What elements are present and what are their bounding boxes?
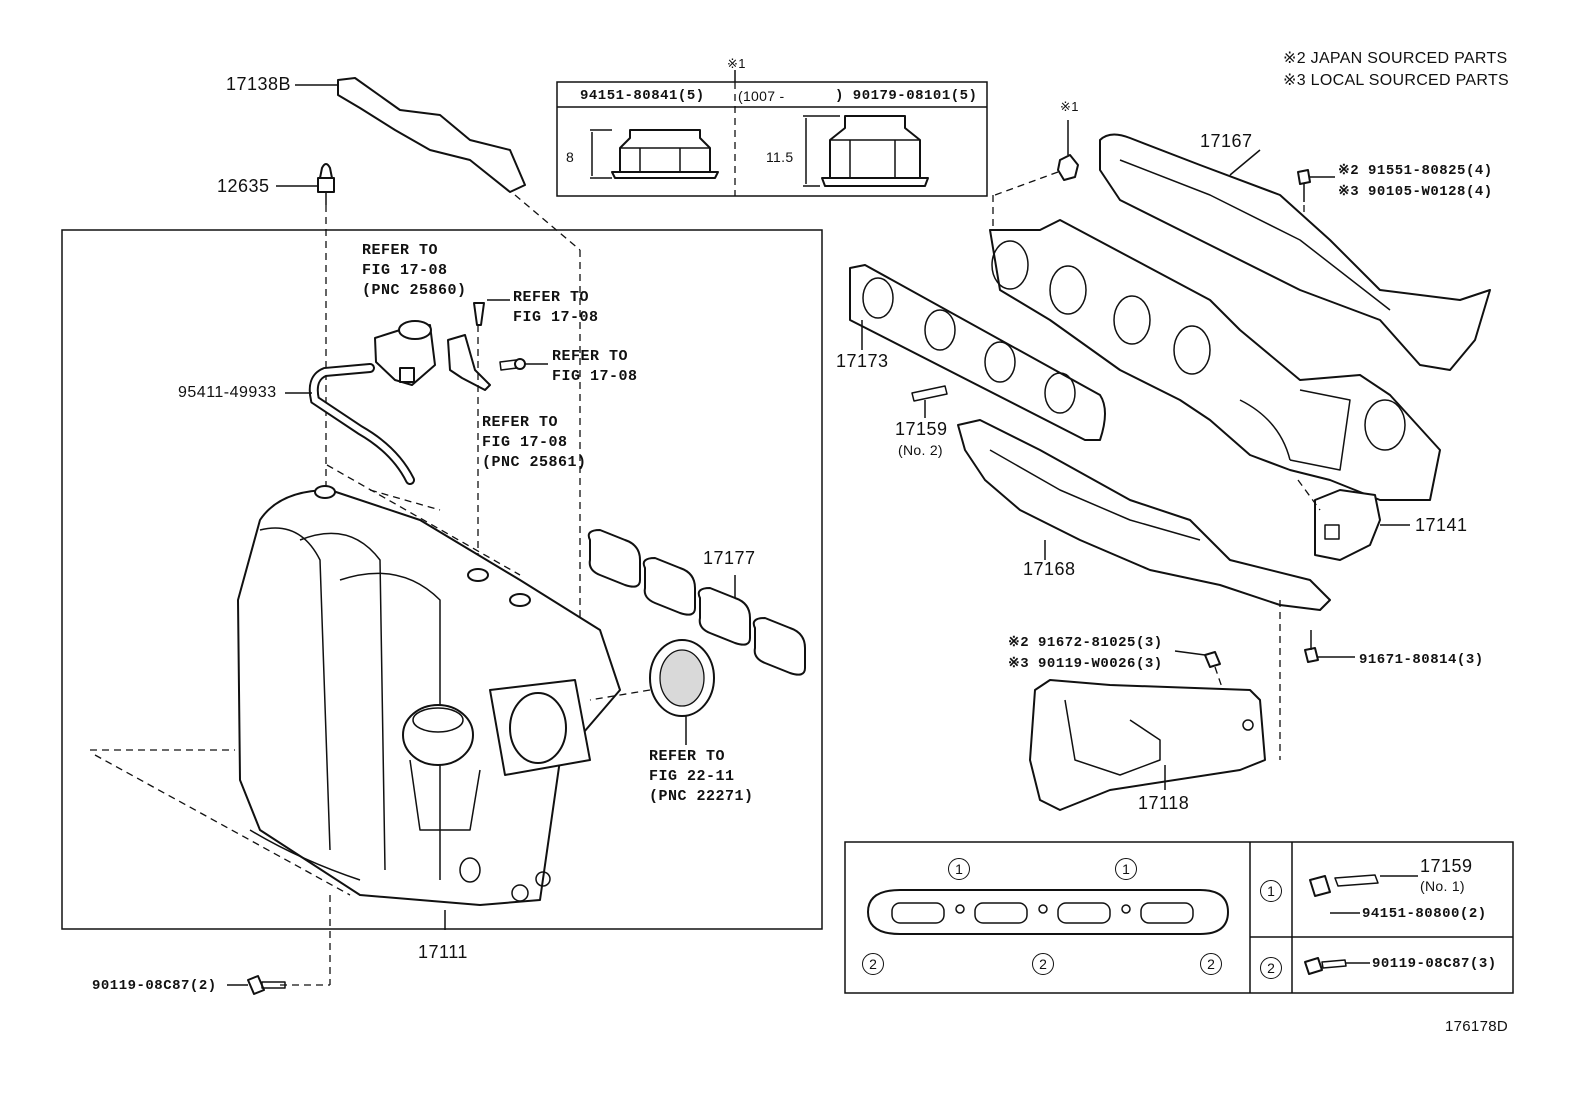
refer2-line2: FIG 17-08 <box>513 309 599 326</box>
legend-mark-1: 1 <box>1260 880 1282 902</box>
label-91551-80825: ※2 91551-80825(4) <box>1338 163 1493 179</box>
gasket-mark-1-left: 1 <box>948 858 970 880</box>
legend-label-no1: (No. 1) <box>1420 878 1465 894</box>
legend-mark-2: 2 <box>1260 957 1282 979</box>
legend-label-90119-08C87-3: 90119-08C87(3) <box>1372 956 1497 972</box>
nut-table-left-part: 94151-80841(5) <box>580 88 705 104</box>
intake-group-box <box>61 229 823 930</box>
refer1-line2: FIG 17-08 <box>362 262 448 279</box>
insulator-17141-drawing <box>1314 489 1381 561</box>
nut-tall-drawing <box>803 115 929 187</box>
insulator-17167-drawing <box>1099 133 1491 371</box>
refer3-line2: FIG 17-08 <box>552 368 638 385</box>
label-17118: 17118 <box>1138 793 1190 813</box>
nut-table-right-part: ) 90179-08101(5) <box>835 88 978 104</box>
label-17173: 17173 <box>836 351 889 371</box>
legend-table <box>844 841 1514 994</box>
label-91672-81025: ※2 91672-81025(3) <box>1008 635 1163 651</box>
label-nut-mark1: ※1 <box>1060 99 1079 114</box>
label-no2: (No. 2) <box>898 442 943 458</box>
label-90119-08C87-2: 90119-08C87(2) <box>92 978 217 994</box>
gasket-mark-2-left: 2 <box>862 953 884 975</box>
intake-manifold-drawing <box>237 485 621 906</box>
refer4-line3: (PNC 25861) <box>482 454 587 471</box>
label-17111: 17111 <box>418 942 468 962</box>
refer4-line2: FIG 17-08 <box>482 434 568 451</box>
refer2-line1: REFER TO <box>513 289 590 306</box>
label-17141: 17141 <box>1415 515 1468 535</box>
label-90105-W0128: ※3 90105-W0128(4) <box>1338 184 1493 200</box>
refer5-line2: FIG 22-11 <box>649 768 735 785</box>
label-17177: 17177 <box>703 548 756 568</box>
refer1-line1: REFER TO <box>362 242 439 259</box>
label-95411-49933: 95411-49933 <box>178 384 277 401</box>
nut-small-drawing <box>590 129 719 179</box>
exhaust-manifold-drawing <box>989 219 1441 501</box>
label-17159-no2: 17159 <box>895 419 948 439</box>
nut-table-right-dim: 11.5 <box>766 149 794 165</box>
refer1-line3: (PNC 25860) <box>362 282 467 299</box>
note-japan-sourced: ※2 JAPAN SOURCED PARTS <box>1283 50 1508 67</box>
label-17167: 17167 <box>1200 131 1253 151</box>
label-91671-80814: 91671-80814(3) <box>1359 652 1484 668</box>
refer5-line1: REFER TO <box>649 748 726 765</box>
nut-table-range: (1007 - <box>738 88 785 104</box>
bracket-17118-drawing <box>1029 679 1266 811</box>
gasket-mark-2-right: 2 <box>1200 953 1222 975</box>
gasket-17173-drawing <box>849 264 1106 441</box>
nut-table <box>556 70 988 197</box>
insulator-17138B-drawing <box>337 77 526 193</box>
insulator-17168-drawing <box>957 419 1331 611</box>
refer5-line3: (PNC 22271) <box>649 788 754 805</box>
label-12635: 12635 <box>217 176 270 196</box>
nut-table-mark: ※1 <box>727 56 746 71</box>
label-90119-W0026: ※3 90119-W0026(3) <box>1008 656 1163 672</box>
label-17168: 17168 <box>1023 559 1076 579</box>
legend-label-17159: 17159 <box>1420 856 1473 876</box>
diagram-id: 176178D <box>1445 1018 1508 1035</box>
refer4-line1: REFER TO <box>482 414 559 431</box>
note-local-sourced: ※3 LOCAL SOURCED PARTS <box>1283 72 1509 89</box>
gasket-mark-2-center: 2 <box>1032 953 1054 975</box>
gasket-17177-drawing <box>587 529 806 676</box>
gasket-mark-1-right: 1 <box>1115 858 1137 880</box>
label-17138B: 17138B <box>226 74 292 94</box>
nut-table-left-dim: 8 <box>566 149 575 165</box>
refer3-line1: REFER TO <box>552 348 629 365</box>
legend-label-94151-80800: 94151-80800(2) <box>1362 906 1487 922</box>
